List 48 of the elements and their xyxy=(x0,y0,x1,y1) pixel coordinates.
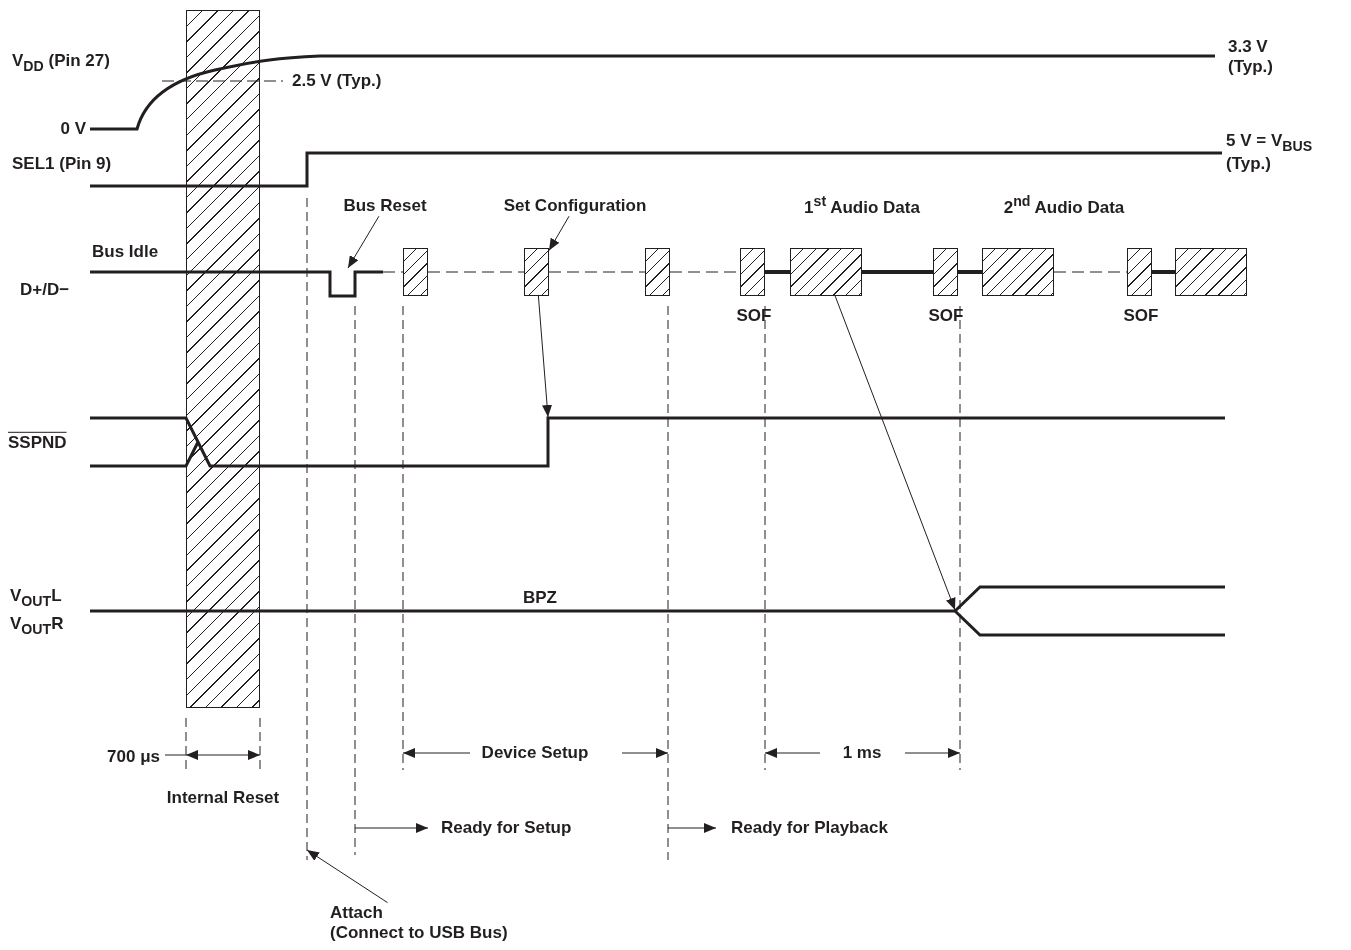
data-packet xyxy=(1175,248,1247,296)
signal-name: V$_{OUT}$R xyxy=(10,614,64,638)
duration-label: 700 μs xyxy=(107,746,160,768)
data-packet xyxy=(982,248,1054,296)
packet-label: 2$^{nd}$ Audio Data xyxy=(1003,193,1125,219)
arrow xyxy=(834,295,956,611)
signal-name: V$_{OUT}$L xyxy=(10,586,62,610)
signal-name: V$_{DD}$ (Pin 27) xyxy=(12,51,110,75)
bus-line xyxy=(958,270,982,274)
event-label: Set Configuration xyxy=(503,195,647,217)
event-label: Bus Reset xyxy=(343,195,427,217)
data-packet xyxy=(524,248,549,296)
bus-line xyxy=(862,270,933,274)
bus-line xyxy=(548,271,646,273)
data-packet xyxy=(1127,248,1152,296)
packet-label: SOF xyxy=(1123,305,1159,327)
signal-name: SEL1 (Pin 9) xyxy=(12,153,112,175)
leader-line xyxy=(548,215,570,252)
bus-line xyxy=(765,270,790,274)
phase-label: Device Setup xyxy=(481,742,589,764)
packet-label: SOF xyxy=(928,305,964,327)
voltage-label: 0 V xyxy=(60,118,86,140)
voltage-label: 5 V = V$_{BUS}$ (Typ.) xyxy=(1226,131,1314,175)
bus-line xyxy=(382,271,404,273)
bus-line xyxy=(427,271,525,273)
leader-line xyxy=(347,215,380,269)
phase-label: Internal Reset xyxy=(166,787,280,809)
data-packet xyxy=(790,248,862,296)
leader-line xyxy=(306,849,389,904)
data-packet xyxy=(403,248,428,296)
packet-label: 1$^{st}$ Audio Data xyxy=(804,193,920,219)
phase-label: Ready for Setup xyxy=(441,817,572,839)
voltage-label: 2.5 V (Typ.) xyxy=(292,70,382,92)
callout-text: Attach (Connect to USB Bus) xyxy=(330,902,508,944)
signal-name: SSPND xyxy=(8,432,67,454)
packet-label: SOF xyxy=(736,305,772,327)
signal-name: D+/D− xyxy=(20,279,70,301)
reset-band xyxy=(186,10,260,708)
state-label: Bus Idle xyxy=(92,241,159,263)
data-packet xyxy=(933,248,958,296)
data-packet xyxy=(645,248,670,296)
voltage-label: 3.3 V (Typ.) xyxy=(1228,36,1274,78)
phase-label: Ready for Playback xyxy=(731,817,888,839)
bus-line xyxy=(1152,270,1175,274)
data-packet xyxy=(740,248,765,296)
duration-label: 1 ms xyxy=(842,742,882,764)
arrow xyxy=(537,295,553,418)
state-label: BPZ xyxy=(523,587,557,609)
